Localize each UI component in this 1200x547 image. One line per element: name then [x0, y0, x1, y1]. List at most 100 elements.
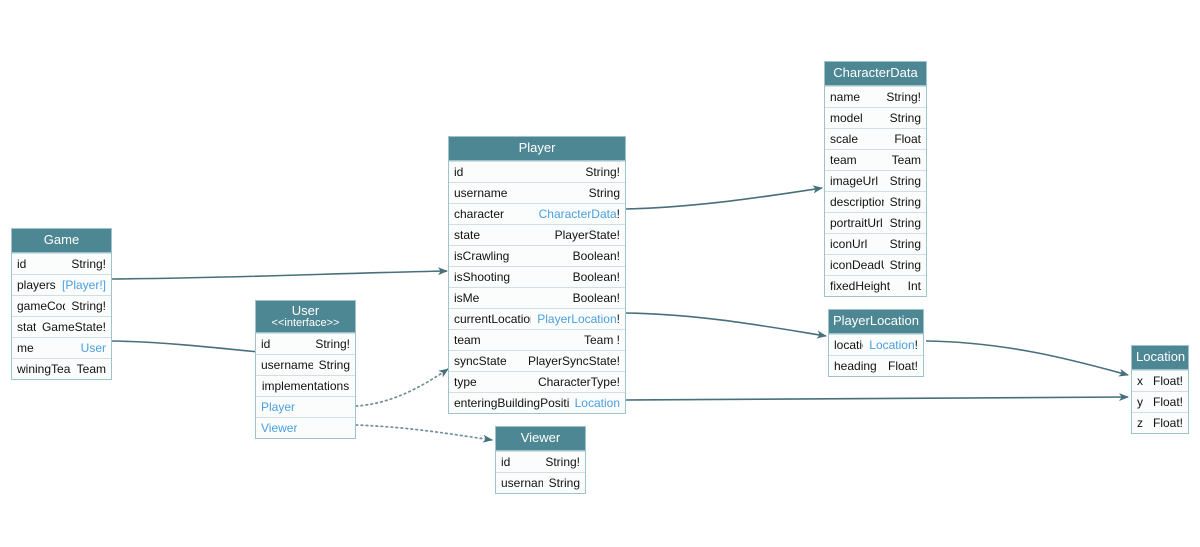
field-row[interactable]: username String [256, 354, 355, 375]
entity-viewer[interactable]: Viewer id String! username String [495, 426, 586, 494]
field-row[interactable]: team Team ! [449, 329, 625, 350]
field-name: iconUrl [830, 237, 868, 251]
field-name: isShooting [454, 270, 511, 284]
edge-player-currentlocation-playerlocation [625, 312, 827, 339]
field-row[interactable]: iconUrl String [825, 233, 926, 254]
field-row[interactable]: username String [496, 472, 585, 493]
field-row[interactable]: location Location! [829, 334, 923, 355]
field-type: Float! [887, 359, 918, 373]
field-row[interactable]: team Team [825, 149, 926, 170]
entity-characterdata-title: CharacterData [825, 62, 926, 86]
entity-user-name: User [291, 303, 320, 318]
field-name: fixedHeight [830, 279, 891, 293]
entity-player[interactable]: Player id String! username String charac… [448, 136, 626, 414]
field-type: String! [585, 165, 620, 179]
field-row[interactable]: isMe Boolean! [449, 287, 625, 308]
field-row[interactable]: id String! [496, 451, 585, 472]
field-row[interactable]: enteringBuildingPosition Location [449, 392, 625, 413]
field-name: location [834, 338, 863, 352]
field-type: Float! [1152, 374, 1183, 388]
field-row[interactable]: x Float! [1132, 370, 1188, 391]
field-name: id [17, 257, 27, 271]
field-type: String! [545, 455, 580, 469]
implementation-row[interactable]: Viewer [256, 417, 355, 438]
entity-user-stereotype: <<interface>> [271, 317, 340, 329]
entity-game[interactable]: Game id String! players [Player!] gameCo… [11, 228, 112, 380]
field-row[interactable]: type CharacterType! [449, 371, 625, 392]
field-name: winingTeam [17, 362, 71, 376]
field-name: id [261, 337, 271, 351]
field-row[interactable]: currentLocation PlayerLocation! [449, 308, 625, 329]
field-type: String [548, 476, 580, 490]
field-row[interactable]: z Float! [1132, 412, 1188, 433]
field-name: id [454, 165, 464, 179]
field-type[interactable]: CharacterData [538, 207, 617, 221]
field-row[interactable]: syncState PlayerSyncState! [449, 350, 625, 371]
field-type[interactable]: [Player!] [61, 278, 106, 292]
entity-playerlocation[interactable]: PlayerLocation location Location! headin… [828, 309, 924, 377]
entity-user[interactable]: User <<interface>> id String! username S… [255, 300, 356, 439]
non-null-marker: ! [616, 312, 620, 326]
field-name: type [454, 375, 477, 389]
field-type-wrap[interactable]: Location! [869, 338, 918, 352]
field-name: iconDeadUrl [830, 258, 884, 272]
field-row[interactable]: description String [825, 191, 926, 212]
field-type[interactable]: Location [869, 338, 915, 352]
field-row[interactable]: scale Float [825, 128, 926, 149]
field-row[interactable]: y Float! [1132, 391, 1188, 412]
implementation-name[interactable]: Player [261, 400, 296, 414]
field-row[interactable]: winingTeam Team [12, 358, 111, 379]
implementation-name[interactable]: Viewer [261, 421, 298, 435]
field-row[interactable]: id String! [12, 253, 111, 274]
field-type[interactable]: PlayerLocation [537, 312, 617, 326]
field-type: GameState! [41, 320, 106, 334]
field-name: players [17, 278, 56, 292]
field-row[interactable]: iconDeadUrl String [825, 254, 926, 275]
field-row[interactable]: id String! [256, 333, 355, 354]
field-name: state [454, 228, 481, 242]
field-name: id [501, 455, 511, 469]
field-row[interactable]: gameCode String! [12, 295, 111, 316]
field-type-wrap[interactable]: CharacterData! [539, 207, 620, 221]
field-name: description [830, 195, 884, 209]
field-type[interactable]: User [80, 341, 106, 355]
field-type: String [588, 186, 620, 200]
non-null-marker: ! [616, 207, 620, 221]
entity-location-title: Location [1132, 346, 1188, 370]
entity-location[interactable]: Location x Float! y Float! z Float! [1131, 345, 1189, 434]
field-row[interactable]: character CharacterData! [449, 203, 625, 224]
field-row[interactable]: username String [449, 182, 625, 203]
implementation-row[interactable]: Player [256, 396, 355, 417]
field-name: imageUrl [830, 174, 879, 188]
entity-characterdata[interactable]: CharacterData name String! model String … [824, 61, 927, 297]
field-type: String [889, 195, 921, 209]
implementations-label: implementations [261, 379, 350, 393]
field-name: portraitUrl [830, 216, 883, 230]
field-name: me [17, 341, 34, 355]
edge-player-character-characterdata [625, 185, 823, 210]
edge-player-enteringbuildingposition-location [625, 393, 1129, 402]
field-type: Int [907, 279, 921, 293]
field-type: Team [891, 153, 921, 167]
field-type: String [889, 174, 921, 188]
field-row[interactable]: model String [825, 107, 926, 128]
field-type: CharacterType! [537, 375, 620, 389]
field-type: String [889, 258, 921, 272]
field-type[interactable]: Location [574, 396, 620, 410]
field-row[interactable]: name String! [825, 86, 926, 107]
field-type: Float! [1152, 395, 1183, 409]
field-row[interactable]: me User [12, 337, 111, 358]
field-row[interactable]: portraitUrl String [825, 212, 926, 233]
field-row[interactable]: heading Float! [829, 355, 923, 376]
field-row[interactable]: players [Player!] [12, 274, 111, 295]
field-type-wrap[interactable]: PlayerLocation! [537, 312, 620, 326]
field-row[interactable]: isShooting Boolean! [449, 266, 625, 287]
field-row[interactable]: isCrawling Boolean! [449, 245, 625, 266]
field-row[interactable]: state PlayerState! [449, 224, 625, 245]
field-row[interactable]: id String! [449, 161, 625, 182]
field-row[interactable]: fixedHeight Int [825, 275, 926, 296]
field-row[interactable]: state GameState! [12, 316, 111, 337]
field-row[interactable]: imageUrl String [825, 170, 926, 191]
entity-user-title: User <<interface>> [256, 301, 355, 333]
non-null-marker: ! [914, 338, 918, 352]
